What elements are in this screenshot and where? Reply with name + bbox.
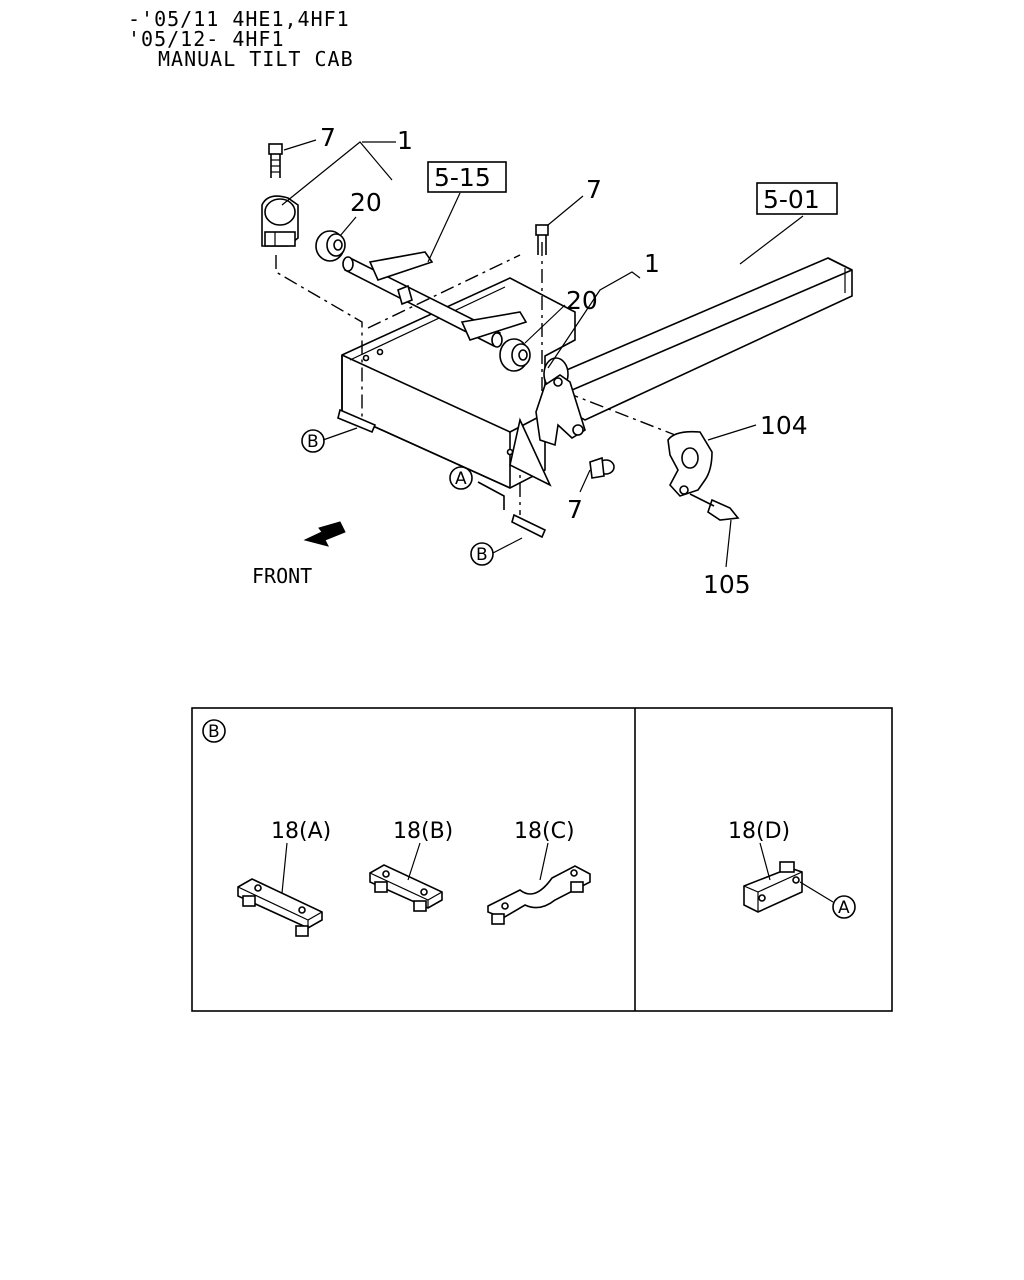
front-label: FRONT xyxy=(252,564,312,588)
ref-box-5-15: 5-15 xyxy=(427,161,507,193)
plate-18b: 18(B) xyxy=(369,819,453,912)
ref-box-5-01-label: 5-01 xyxy=(763,185,820,214)
ref-box-5-15-label: 5-15 xyxy=(434,163,491,192)
inset-detail: B 18(A) 18(B) xyxy=(191,707,893,1012)
clip-low xyxy=(511,513,547,539)
bolt-top-mid xyxy=(535,224,549,255)
front-arrow-icon xyxy=(303,521,346,547)
inset-detail-mark: A xyxy=(832,895,856,919)
plate-18a: 18(A) xyxy=(237,819,331,937)
plate-18c: 18(C) xyxy=(487,819,591,925)
callout-bolt-top-mid: 7 xyxy=(586,175,602,204)
inset-detail-mark-label: A xyxy=(838,898,850,918)
plate-18b-label: 18(B) xyxy=(393,819,453,844)
assembly-centerlines xyxy=(275,242,689,515)
mark-a-label: A xyxy=(455,469,467,489)
clip-left xyxy=(337,408,377,434)
bolt-lower xyxy=(589,456,615,479)
leader-lines xyxy=(281,139,804,568)
callout-bushing-mid: 20 xyxy=(566,286,598,315)
marker-a-triangle xyxy=(477,417,552,510)
plate-18d: 18(D) A xyxy=(728,819,856,919)
callout-bracket-mid: 1 xyxy=(644,249,660,278)
header-line-3: MANUAL TILT CAB xyxy=(158,47,354,71)
bracket-left xyxy=(261,195,299,247)
mark-b-low-label: B xyxy=(476,545,488,565)
bushing-left xyxy=(315,230,346,262)
ref-box-5-01: 5-01 xyxy=(756,182,838,215)
header-line-2: '05/12- 4HF1 xyxy=(128,27,285,51)
callout-bushing-left: 20 xyxy=(350,188,382,217)
cross-member xyxy=(341,277,576,489)
plate-18a-label: 18(A) xyxy=(271,819,331,844)
callout-part-104: 104 xyxy=(760,411,808,440)
part-104 xyxy=(667,430,713,497)
bracket-mid xyxy=(535,357,586,447)
mark-a-circle: A xyxy=(449,466,473,490)
bolt-top-left xyxy=(268,143,283,178)
inset-section-mark: B xyxy=(202,719,226,743)
part-105 xyxy=(689,493,740,521)
mark-b-low-circle: B xyxy=(470,542,494,566)
callout-labels: 7 1 20 5-15 7 5-01 1 20 104 7 105 A B B … xyxy=(252,123,838,599)
mark-b-left-label: B xyxy=(307,432,319,452)
cab-mount-assembly xyxy=(261,143,853,547)
callout-bolt-lower: 7 xyxy=(567,495,583,524)
callout-part-105: 105 xyxy=(703,570,751,599)
mark-b-left-circle: B xyxy=(301,429,325,453)
callout-bracket-top: 1 xyxy=(397,126,413,155)
plate-18d-label: 18(D) xyxy=(728,819,790,844)
diagram-header: -'05/11 4HE1,4HF1 '05/12- 4HF1 MANUAL TI… xyxy=(128,7,354,71)
plate-18c-label: 18(C) xyxy=(514,819,575,844)
frame-rail xyxy=(547,257,853,421)
callout-bolt-top-left: 7 xyxy=(320,123,336,152)
bushing-mid xyxy=(499,338,531,372)
header-line-1: -'05/11 4HE1,4HF1 xyxy=(128,7,350,31)
inset-section-mark-label: B xyxy=(208,722,220,742)
